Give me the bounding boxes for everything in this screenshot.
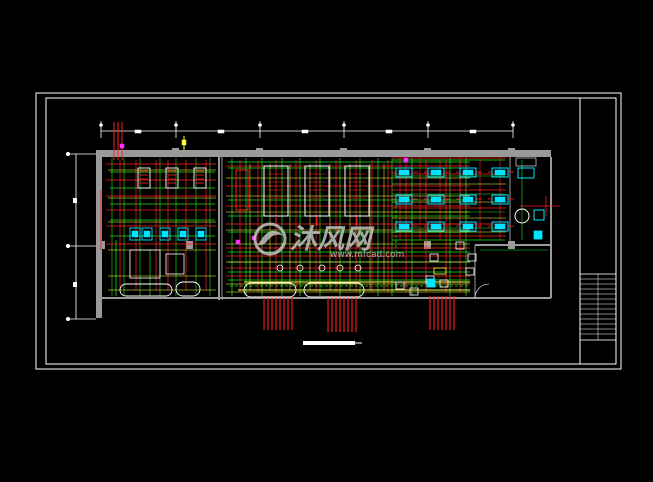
title-block xyxy=(579,98,617,364)
watermark: 沐风网 www.mfcad.com xyxy=(253,222,404,260)
inner-frame xyxy=(45,97,617,365)
building-walls xyxy=(96,148,552,318)
equipment-layout xyxy=(119,143,545,299)
watermark-url: www.mfcad.com xyxy=(330,250,404,260)
yellow-pipe-network xyxy=(108,136,506,293)
drawing-title-bar xyxy=(303,341,362,345)
left-dimension-line xyxy=(66,152,96,321)
top-dimension-line xyxy=(99,121,515,138)
outer-frame xyxy=(35,92,622,370)
watermark-brand: 沐风网 xyxy=(290,224,375,255)
swirl-logo-icon xyxy=(253,222,287,256)
